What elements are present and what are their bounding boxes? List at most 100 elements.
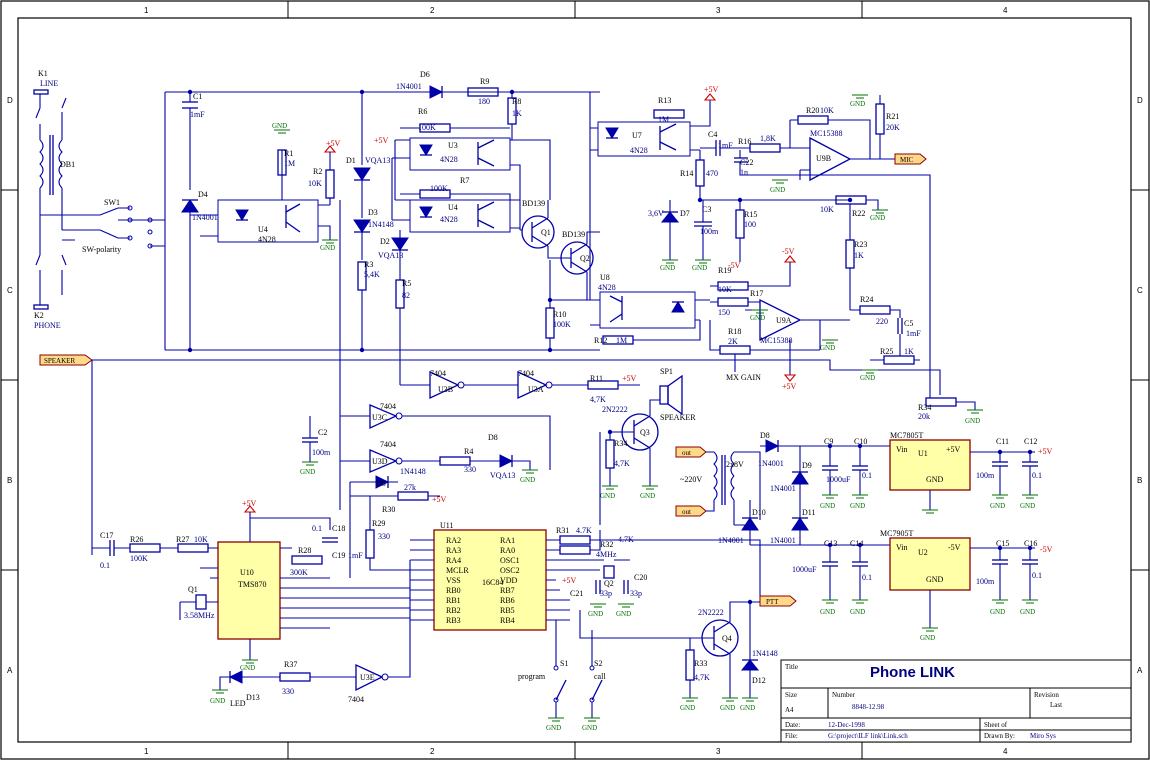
drawn-by-value: Miro Sys	[1030, 732, 1056, 740]
p5-u10: +5V	[242, 499, 257, 508]
r13-ref: R13	[658, 96, 671, 105]
p5-u7: +5V	[704, 85, 719, 94]
r3-value: 5,4K	[364, 270, 380, 279]
u9a-section: R19 10K R17 150 U9A MC15388 R18 2K MX GA…	[709, 247, 976, 421]
r3-ref: R3	[364, 260, 373, 269]
c1-d4-group: C1 1mF D4 1N4001	[165, 92, 600, 351]
r24-value: 220	[876, 317, 888, 326]
c20-value: 33p	[630, 589, 642, 598]
u4-optocoupler-left: U4 4N28 R1 1M R2 10K	[190, 149, 335, 244]
file-value: G:\project\ILF link\Link.sch	[828, 732, 908, 740]
gnd-u4: GND	[320, 239, 338, 252]
svg-text:GND: GND	[210, 697, 225, 705]
inverter-gates: 7404 U3B 7404 U3A 7404 U3C 7404 U3D 7404…	[310, 200, 640, 704]
gnd-u10: GND	[240, 659, 258, 672]
r19-ref: R19	[718, 266, 731, 275]
date-value: 12-Dec-1998	[828, 721, 865, 729]
line-input-section: K1 LINE K2 PHONE DB1 SW1 SW-polarity	[33, 69, 600, 350]
d2-value: VQA13	[378, 251, 403, 260]
d8-value: 1N4001	[758, 459, 784, 468]
u3d-ref: U3D	[372, 457, 388, 466]
d3-ref: D3	[368, 208, 378, 217]
svg-text:GND: GND	[850, 100, 865, 108]
r6-ref: R6	[418, 107, 427, 116]
q2x-value: 4MHz	[596, 550, 617, 559]
svg-text:GND: GND	[770, 186, 785, 194]
u8-type: 4N28	[598, 283, 616, 292]
revision-label: Revision	[1034, 691, 1059, 699]
r17-ref: R17	[750, 289, 763, 298]
r18-value: 2K	[728, 337, 738, 346]
svg-text:GND: GND	[600, 492, 615, 500]
c4-value: 1mF	[718, 141, 733, 150]
gnd-c21: GND	[588, 603, 606, 618]
r34-ref: R34	[918, 403, 931, 412]
u11-ref: U11	[440, 521, 453, 530]
db1-ref: DB1	[60, 160, 75, 169]
c1-value: 1mF	[190, 110, 205, 119]
r4-value: 330	[464, 465, 476, 474]
m5-u9a: -5V	[782, 247, 795, 256]
zone-col-3-bottom: 3	[716, 747, 721, 756]
gnd-r21: GND	[850, 94, 868, 108]
c15-value: 100m	[976, 577, 995, 586]
u11-left-pins: RA2 RA3 RA4 MCLR VSS RB0 RB1 RB2 RB3	[446, 536, 469, 625]
d7-value: 3,6V	[648, 209, 664, 218]
d6-value: 1N4001	[396, 82, 422, 91]
gnd-u2: GND	[920, 627, 938, 642]
p5-r2: +5V	[326, 139, 341, 148]
u11-section: U11 16C84 RA2 RA3 RA4 MCLR VSS RB0 RB1 R…	[410, 521, 761, 631]
r1-value: 1M	[284, 159, 295, 168]
gnd-r25: GND	[860, 369, 878, 382]
r9-value: 180	[478, 97, 490, 106]
speaker-port-label: SPEAKER	[44, 357, 75, 365]
r6-value: 100K	[418, 123, 436, 132]
u1-type: MC7805T	[890, 431, 923, 440]
schematic-title: Phone LINK	[870, 664, 955, 681]
zone-row-d-right: D	[1137, 96, 1143, 105]
u11-pin-rb1: RB1	[446, 596, 461, 605]
r2-value: 10K	[308, 179, 322, 188]
u3-ref: U3	[448, 141, 458, 150]
gnd-u9b: GND	[770, 179, 788, 194]
number-label: Number	[832, 691, 856, 699]
r14-value: 470	[706, 169, 718, 178]
u2-gnd: GND	[926, 575, 944, 584]
r7-value: 100K	[430, 184, 448, 193]
sheet-label: Sheet of	[984, 721, 1008, 729]
gnd-r34b: GND	[600, 485, 618, 500]
r4-ref: R4	[464, 447, 473, 456]
c10-value: 0.1	[862, 471, 872, 480]
c17-value: 0.1	[100, 561, 110, 570]
out2-port-label: out	[682, 508, 691, 516]
d9-ref: D9	[802, 461, 812, 470]
p5-u9a: +5V	[782, 382, 797, 391]
r5-ref: R5	[402, 279, 411, 288]
q3-ref: Q3	[640, 428, 650, 437]
svg-text:GND: GND	[820, 344, 835, 352]
svg-text:GND: GND	[740, 704, 755, 712]
gnd-c3: GND	[692, 259, 711, 272]
c9-ref: C9	[824, 437, 833, 446]
x1-value: 3.58MHz	[184, 611, 215, 620]
d10-value: 1N4001	[718, 536, 744, 545]
p5-sp1: +5V	[622, 374, 637, 383]
gnd-c16: GND	[1020, 599, 1038, 616]
zone-row-b: B	[7, 476, 12, 485]
svg-text:GND: GND	[870, 214, 885, 222]
p5-u11: +5V	[562, 576, 577, 585]
d4-value: 1N4001	[192, 213, 218, 222]
u9b-type: MC15388	[810, 129, 842, 138]
svg-text:GND: GND	[860, 374, 875, 382]
u3b-ref: U3B	[438, 385, 453, 394]
u8-ref: U8	[600, 273, 610, 282]
u11-pin-ra4: RA4	[446, 556, 461, 565]
c16-value: 0.1	[1032, 571, 1042, 580]
gnd-d7: GND	[660, 259, 678, 272]
r28-ref: R28	[298, 546, 311, 555]
ptt-driver: PTT Q4 2N2222 R33 4,7K D12 1N4148	[579, 595, 797, 698]
c1-ref: C1	[193, 92, 202, 101]
transformer-primary: ~220V	[680, 475, 702, 484]
d13-ref: D13	[246, 693, 260, 702]
q2-ref: Q2	[580, 254, 590, 263]
